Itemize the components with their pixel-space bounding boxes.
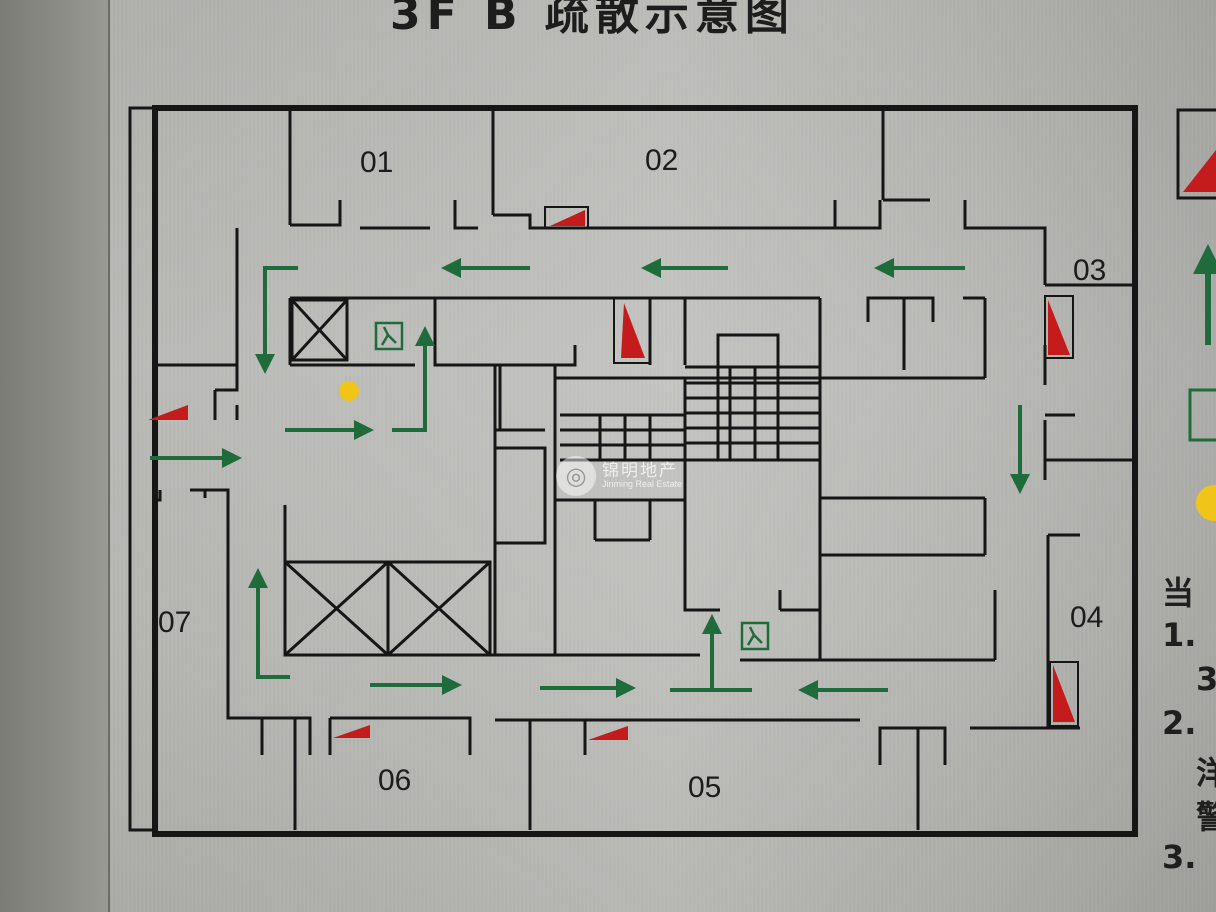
room-label-06: 06 (378, 764, 411, 797)
plate-edge (0, 0, 110, 912)
fire-extinguisher-icon (1049, 661, 1079, 727)
legend-line-1: 当 (1162, 574, 1195, 612)
legend-line-7: 3. (1162, 838, 1197, 876)
interior-walls (155, 110, 1135, 830)
legend-panel (1176, 108, 1216, 521)
legend-line-5: 洋 (1196, 754, 1216, 792)
evacuation-arrows (150, 258, 1030, 700)
fire-extinguisher-icon (1176, 108, 1216, 200)
you-are-here-icon (339, 381, 359, 401)
you-are-here-icon (1196, 485, 1216, 521)
legend-line-4: 2. (1162, 704, 1197, 742)
fire-extinguisher-icon (588, 726, 628, 740)
fire-extinguisher-icon (148, 405, 188, 420)
emergency-exit-icon (374, 321, 404, 351)
legend-line-3: 3 (1196, 660, 1216, 698)
arrow (248, 568, 290, 679)
emergency-exit-icon (1188, 388, 1216, 442)
emergency-exit-icon (740, 621, 770, 651)
arrow (255, 266, 298, 374)
fire-extinguisher-icon (1044, 295, 1074, 359)
room-label-07: 07 (158, 606, 191, 639)
plan-frame (128, 106, 155, 832)
legend-line-2: 1. (1162, 616, 1197, 654)
fire-extinguisher-icon (333, 725, 370, 738)
watermark: ◎ 锦明地产 Jinming Real Estate (556, 456, 682, 496)
room-label-04: 04 (1070, 601, 1103, 634)
watermark-name-en: Jinming Real Estate (602, 479, 683, 489)
room-label-01: 01 (360, 146, 393, 179)
room-label-02: 02 (645, 144, 678, 177)
fire-extinguishers (148, 206, 1079, 740)
room-label-05: 05 (688, 771, 721, 804)
arrow (392, 326, 435, 432)
legend-line-6: 警 (1196, 798, 1216, 836)
fire-extinguisher-icon (544, 206, 589, 229)
brand-logo-icon: ◎ (556, 456, 596, 496)
watermark-name-cn: 锦明地产 (602, 461, 678, 481)
room-label-03: 03 (1073, 254, 1106, 287)
exit-signs (374, 321, 770, 651)
fire-extinguisher-icon (613, 297, 651, 364)
outer-wall (152, 105, 1138, 837)
